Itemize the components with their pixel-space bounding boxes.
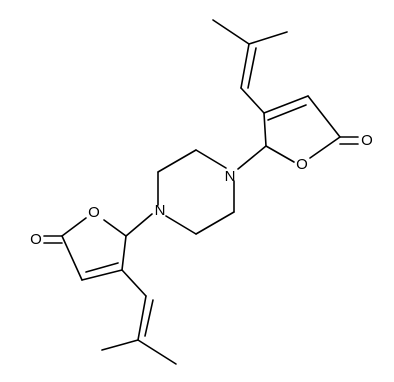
bond-ring-c5o-top xyxy=(309,136,341,159)
bond-methyl-a-bottom xyxy=(101,339,139,351)
bond-pip-n2-cc xyxy=(165,215,197,235)
atom-o-carbonyl-bottom: O xyxy=(30,231,42,248)
bond-ring-oc5-bottom xyxy=(61,217,87,237)
bond-vinyl-double-top-2 xyxy=(247,47,257,89)
atom-o-carbonyl-top: O xyxy=(361,132,373,149)
bond-ring-c3c4-top-2 xyxy=(267,104,307,121)
bond-vinyl-double-bottom-2 xyxy=(144,299,154,337)
bond-ring-c2o-bottom xyxy=(103,219,127,237)
bond-n-c2-bottom xyxy=(125,213,153,237)
bond-ring-c5c4-bottom xyxy=(61,235,83,281)
bond-pip-cc-cd xyxy=(195,211,235,235)
bond-ring-c4c3-bottom-1 xyxy=(81,269,123,281)
bond-vinyl-double-bottom-1 xyxy=(137,295,147,341)
bond-ring-c4c5-top xyxy=(307,95,341,138)
piperazine-ring xyxy=(157,149,235,235)
bond-c2-n-top xyxy=(237,145,267,170)
bond-ring-c4c3-bottom-2 xyxy=(85,262,119,273)
bond-ring-c3c4-top-1 xyxy=(263,95,309,114)
bond-pip-n1-ca xyxy=(195,149,227,169)
atom-o-ring-bottom: O xyxy=(88,204,100,221)
top-lactone-group xyxy=(212,19,359,170)
bond-ring-c3c2-bottom xyxy=(121,235,127,271)
bond-ring-c2c3-top xyxy=(263,112,267,147)
atom-o-ring-top: O xyxy=(296,156,308,173)
bond-methyl-a-top xyxy=(212,19,250,45)
atom-labels: N N O O O O xyxy=(30,132,373,248)
bond-methyl-b-top xyxy=(248,31,288,45)
atom-n-lower: N xyxy=(155,202,166,219)
bond-pip-ca-cb xyxy=(157,149,197,173)
bond-ring-oc2-top xyxy=(265,145,295,163)
bottom-lactone-group xyxy=(43,213,177,365)
bond-ring-vinyl-bottom xyxy=(121,269,147,297)
atom-n-upper: N xyxy=(225,168,236,185)
bond-vinyl-ring-top xyxy=(240,87,265,114)
bond-vinyl-double-top-1 xyxy=(240,43,250,89)
bond-methyl-b-bottom xyxy=(137,339,177,365)
